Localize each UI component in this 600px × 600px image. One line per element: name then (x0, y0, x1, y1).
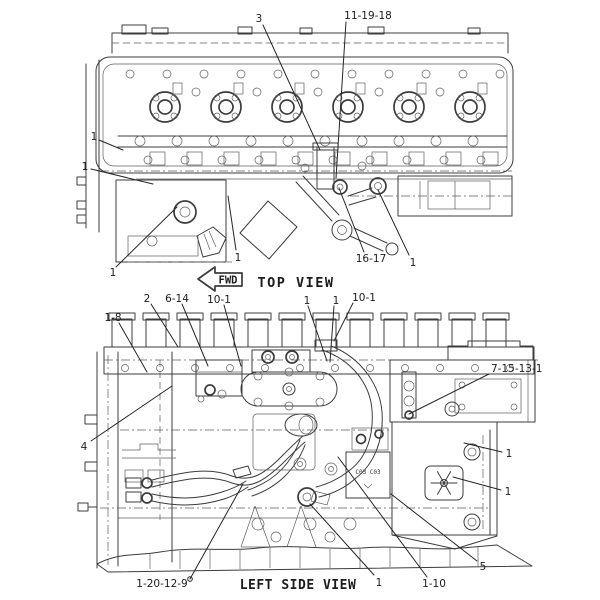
compressor-group (195, 349, 311, 403)
fwd-arrow: FWD (197, 266, 243, 292)
front-housing-edge (76, 59, 100, 233)
fuel-pump-group (115, 179, 232, 263)
engine-top-view-art (76, 24, 514, 263)
rocker-shaft (117, 135, 508, 166)
callout-label: 11-19-18 (344, 10, 392, 22)
callout-label: 7-15-13-1 (491, 363, 542, 375)
callout-label: 1 (410, 257, 417, 269)
callout-label: 1 (235, 252, 242, 264)
left-side-view-caption: LEFT SIDE VIEW (240, 578, 357, 593)
starter-canister (252, 413, 318, 471)
callout-label: 1-10 (422, 578, 446, 590)
callout-label: 1 (110, 267, 117, 279)
right-manifold-block (300, 161, 513, 217)
sensor-bracket (401, 371, 460, 420)
callout-label: 1-8 (104, 312, 121, 324)
injector-tower-row (103, 312, 535, 348)
callout-label: 1-20-12-9 (136, 578, 187, 590)
rear-housing (389, 340, 536, 550)
center-piping-group (295, 142, 399, 256)
callout-label: 10-1 (352, 292, 376, 304)
callout-label: 1 (376, 577, 383, 589)
tilted-plate (239, 200, 298, 260)
callout-label: 1 (333, 295, 340, 307)
callout-label: 3 (256, 13, 263, 25)
callout-label: 5 (480, 561, 487, 573)
callout-label: 16-17 (356, 253, 387, 265)
rocker-arm-clusters (149, 82, 488, 123)
callout-label: 4 (81, 441, 88, 453)
banjo-fitting (297, 487, 331, 507)
callout-label: 1 (505, 486, 512, 498)
front-gear-housing (77, 351, 176, 569)
turbo-hose (314, 339, 383, 498)
callout-label: 6-14 (165, 293, 189, 305)
block-bolts (240, 457, 357, 548)
oil-pan (96, 429, 533, 573)
engine-left-side-view-art: C03 C03 (77, 312, 540, 573)
callout-label: 2 (144, 293, 151, 305)
callout-label: 1 (506, 448, 513, 460)
star-emblem-plate (424, 465, 464, 501)
callout-label: 1 (91, 131, 98, 143)
top-view-caption: TOP VIEW (257, 275, 334, 291)
callout-leader-lines (90, 21, 503, 582)
fwd-label: FWD (219, 275, 238, 287)
fuel-hoses (151, 435, 306, 506)
fuel-gallery-cover (240, 367, 338, 411)
top-view-callouts: 3 11-19-18 1 1 1 1 16-17 1 (82, 10, 417, 279)
callout-label: 1 (82, 161, 89, 173)
callout-label: 1 (304, 295, 311, 307)
callout-label: 10-1 (207, 294, 231, 306)
plate-stamp-text: C03 C03 (355, 469, 381, 476)
left-side-view-callouts: 2 6-14 10-1 1 1 10-1 1-8 7-15-13-1 4 1 1… (81, 292, 543, 590)
info-plate: C03 C03 (345, 427, 391, 499)
